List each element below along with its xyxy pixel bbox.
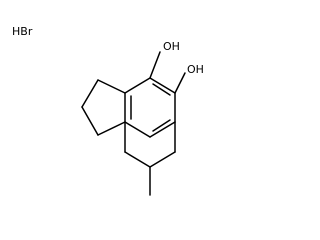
hydroxyl-label-lower: OH [187, 63, 204, 76]
bond-c6-c7 [97, 79, 126, 94]
bond-c7-c8 [81, 79, 99, 108]
hydroxyl-bonds [149, 51, 186, 94]
chemical-structure: HBr OH OH [12, 25, 204, 196]
piperidine-ring [124, 121, 176, 168]
bond-c9-c5 [97, 121, 126, 136]
double-bond-c3-c4 [152, 119, 171, 132]
bond-c8-c9 [81, 106, 99, 136]
benzene-ring [124, 77, 176, 138]
hydroxyl-label-upper: OH [163, 40, 180, 53]
double-bond-c1-c2 [152, 83, 171, 96]
cyclopentane-ring [81, 79, 126, 136]
bond-c6-c1 [124, 77, 151, 94]
bond-c1-c2 [149, 77, 176, 94]
bond-n-c11 [124, 151, 151, 168]
bond-c4-c5 [124, 121, 151, 138]
bond-c3-c4 [149, 121, 176, 138]
bond-c2-oh [174, 72, 186, 94]
bond-c1-oh [149, 51, 161, 79]
salt-label: HBr [12, 25, 33, 38]
bond-c10-n [149, 151, 176, 168]
